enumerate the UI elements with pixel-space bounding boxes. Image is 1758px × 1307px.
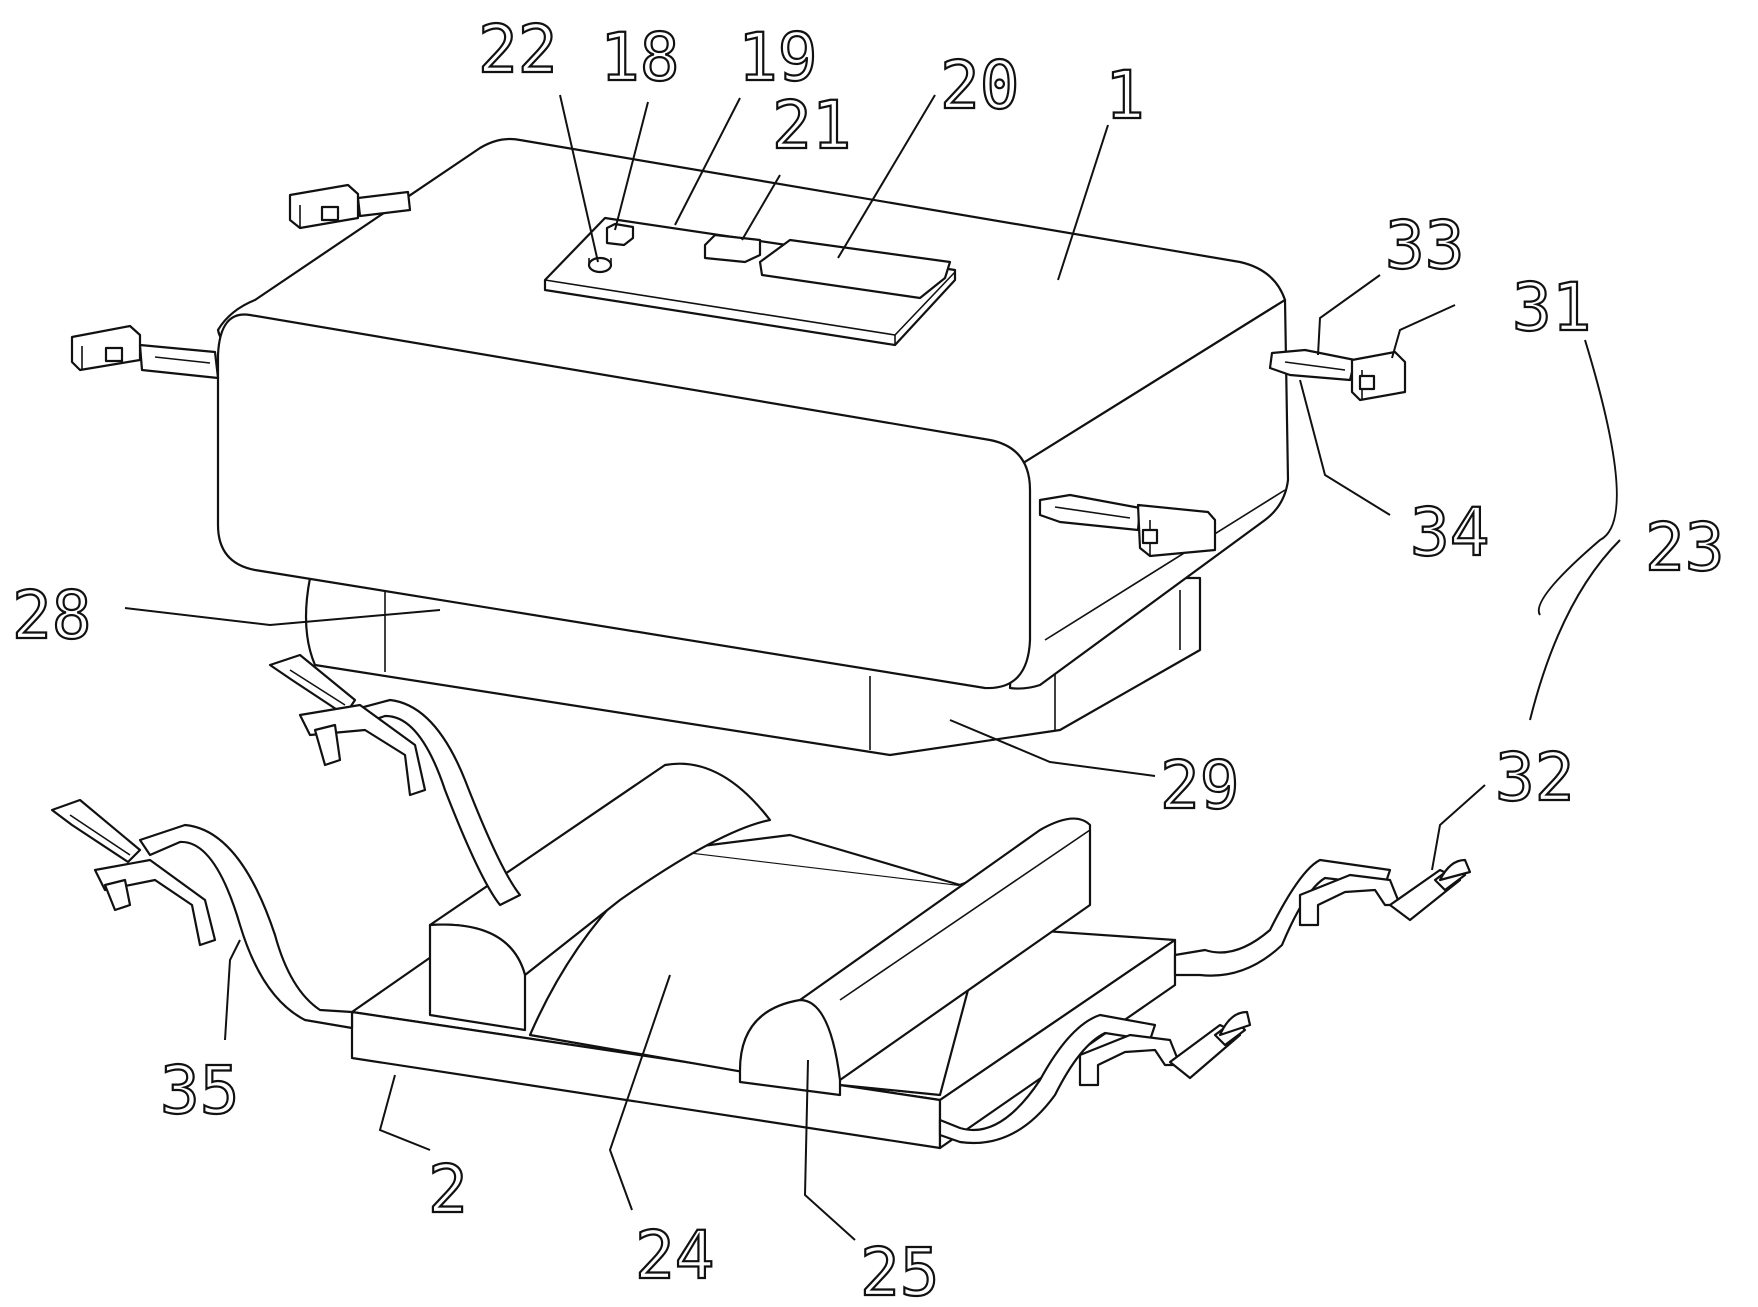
leader-24: [608, 974, 671, 1211]
label-25: 25: [860, 1234, 939, 1307]
label-35: 35: [160, 1052, 239, 1129]
panel-edge-2: [894, 271, 956, 336]
leader-23-upper: [1537, 339, 1618, 616]
leader-2: [378, 1074, 431, 1151]
control-panel-19: [543, 216, 957, 347]
button-21: [703, 233, 762, 264]
label-28: 28: [12, 577, 91, 654]
label-20: 20: [940, 47, 1019, 124]
label-24: 24: [635, 1217, 714, 1294]
leader-31: [1391, 304, 1456, 359]
label-29: 29: [1160, 747, 1239, 824]
clamp-left-front: [50, 798, 217, 947]
label-33: 33: [1385, 207, 1464, 284]
label-19: 19: [738, 19, 817, 96]
leader-18: [614, 101, 649, 231]
display-20: [758, 238, 952, 300]
side-block-25: [738, 817, 1092, 1097]
leader-21: [741, 174, 781, 241]
label-2: 2: [428, 1151, 468, 1228]
label-23: 23: [1645, 509, 1724, 586]
latch-bracket-right-front: [1038, 493, 1217, 558]
leader-23-lower: [1529, 539, 1621, 721]
label-1: 1: [1105, 57, 1145, 134]
label-18: 18: [600, 19, 679, 96]
label-31: 31: [1512, 269, 1591, 346]
latch-bracket-left-front: [70, 324, 220, 380]
housing-right-face: [1008, 298, 1290, 690]
label-21: 21: [772, 87, 851, 164]
clamp-left-back: [268, 653, 427, 797]
leader-33: [1317, 274, 1381, 356]
sensor-18: [605, 222, 635, 247]
leader-34: [1299, 379, 1391, 516]
leader-19: [674, 97, 741, 226]
side-roll-left: [428, 762, 772, 1032]
latch-bracket-right-back: [1268, 348, 1407, 402]
leader-32: [1431, 784, 1486, 871]
housing-front-face: [216, 313, 1032, 690]
clamp-right-front: [1078, 1010, 1252, 1087]
leader-29: [949, 719, 1156, 777]
housing-body: [216, 137, 1290, 757]
label-32: 32: [1495, 739, 1574, 816]
leader-22: [559, 94, 599, 263]
reference-numbers: 22 18 19 20 21 1 33 31 34 23 32 29 28 35…: [11, 10, 1726, 1307]
leader-lines: [124, 94, 1621, 1241]
leader-25: [803, 1059, 856, 1241]
indicator-22: [587, 256, 613, 274]
right-face-line: [1044, 489, 1286, 641]
clamp-right-back: [1298, 858, 1472, 927]
label-34: 34: [1410, 494, 1489, 571]
leader-20: [837, 94, 936, 259]
panel-edge: [544, 279, 896, 336]
leader-35: [224, 939, 241, 1041]
latch-bracket-left-back: [288, 183, 412, 230]
leader-1: [1057, 124, 1109, 281]
block-front: [738, 998, 842, 1097]
label-22: 22: [478, 11, 557, 88]
leader-28: [124, 607, 441, 627]
